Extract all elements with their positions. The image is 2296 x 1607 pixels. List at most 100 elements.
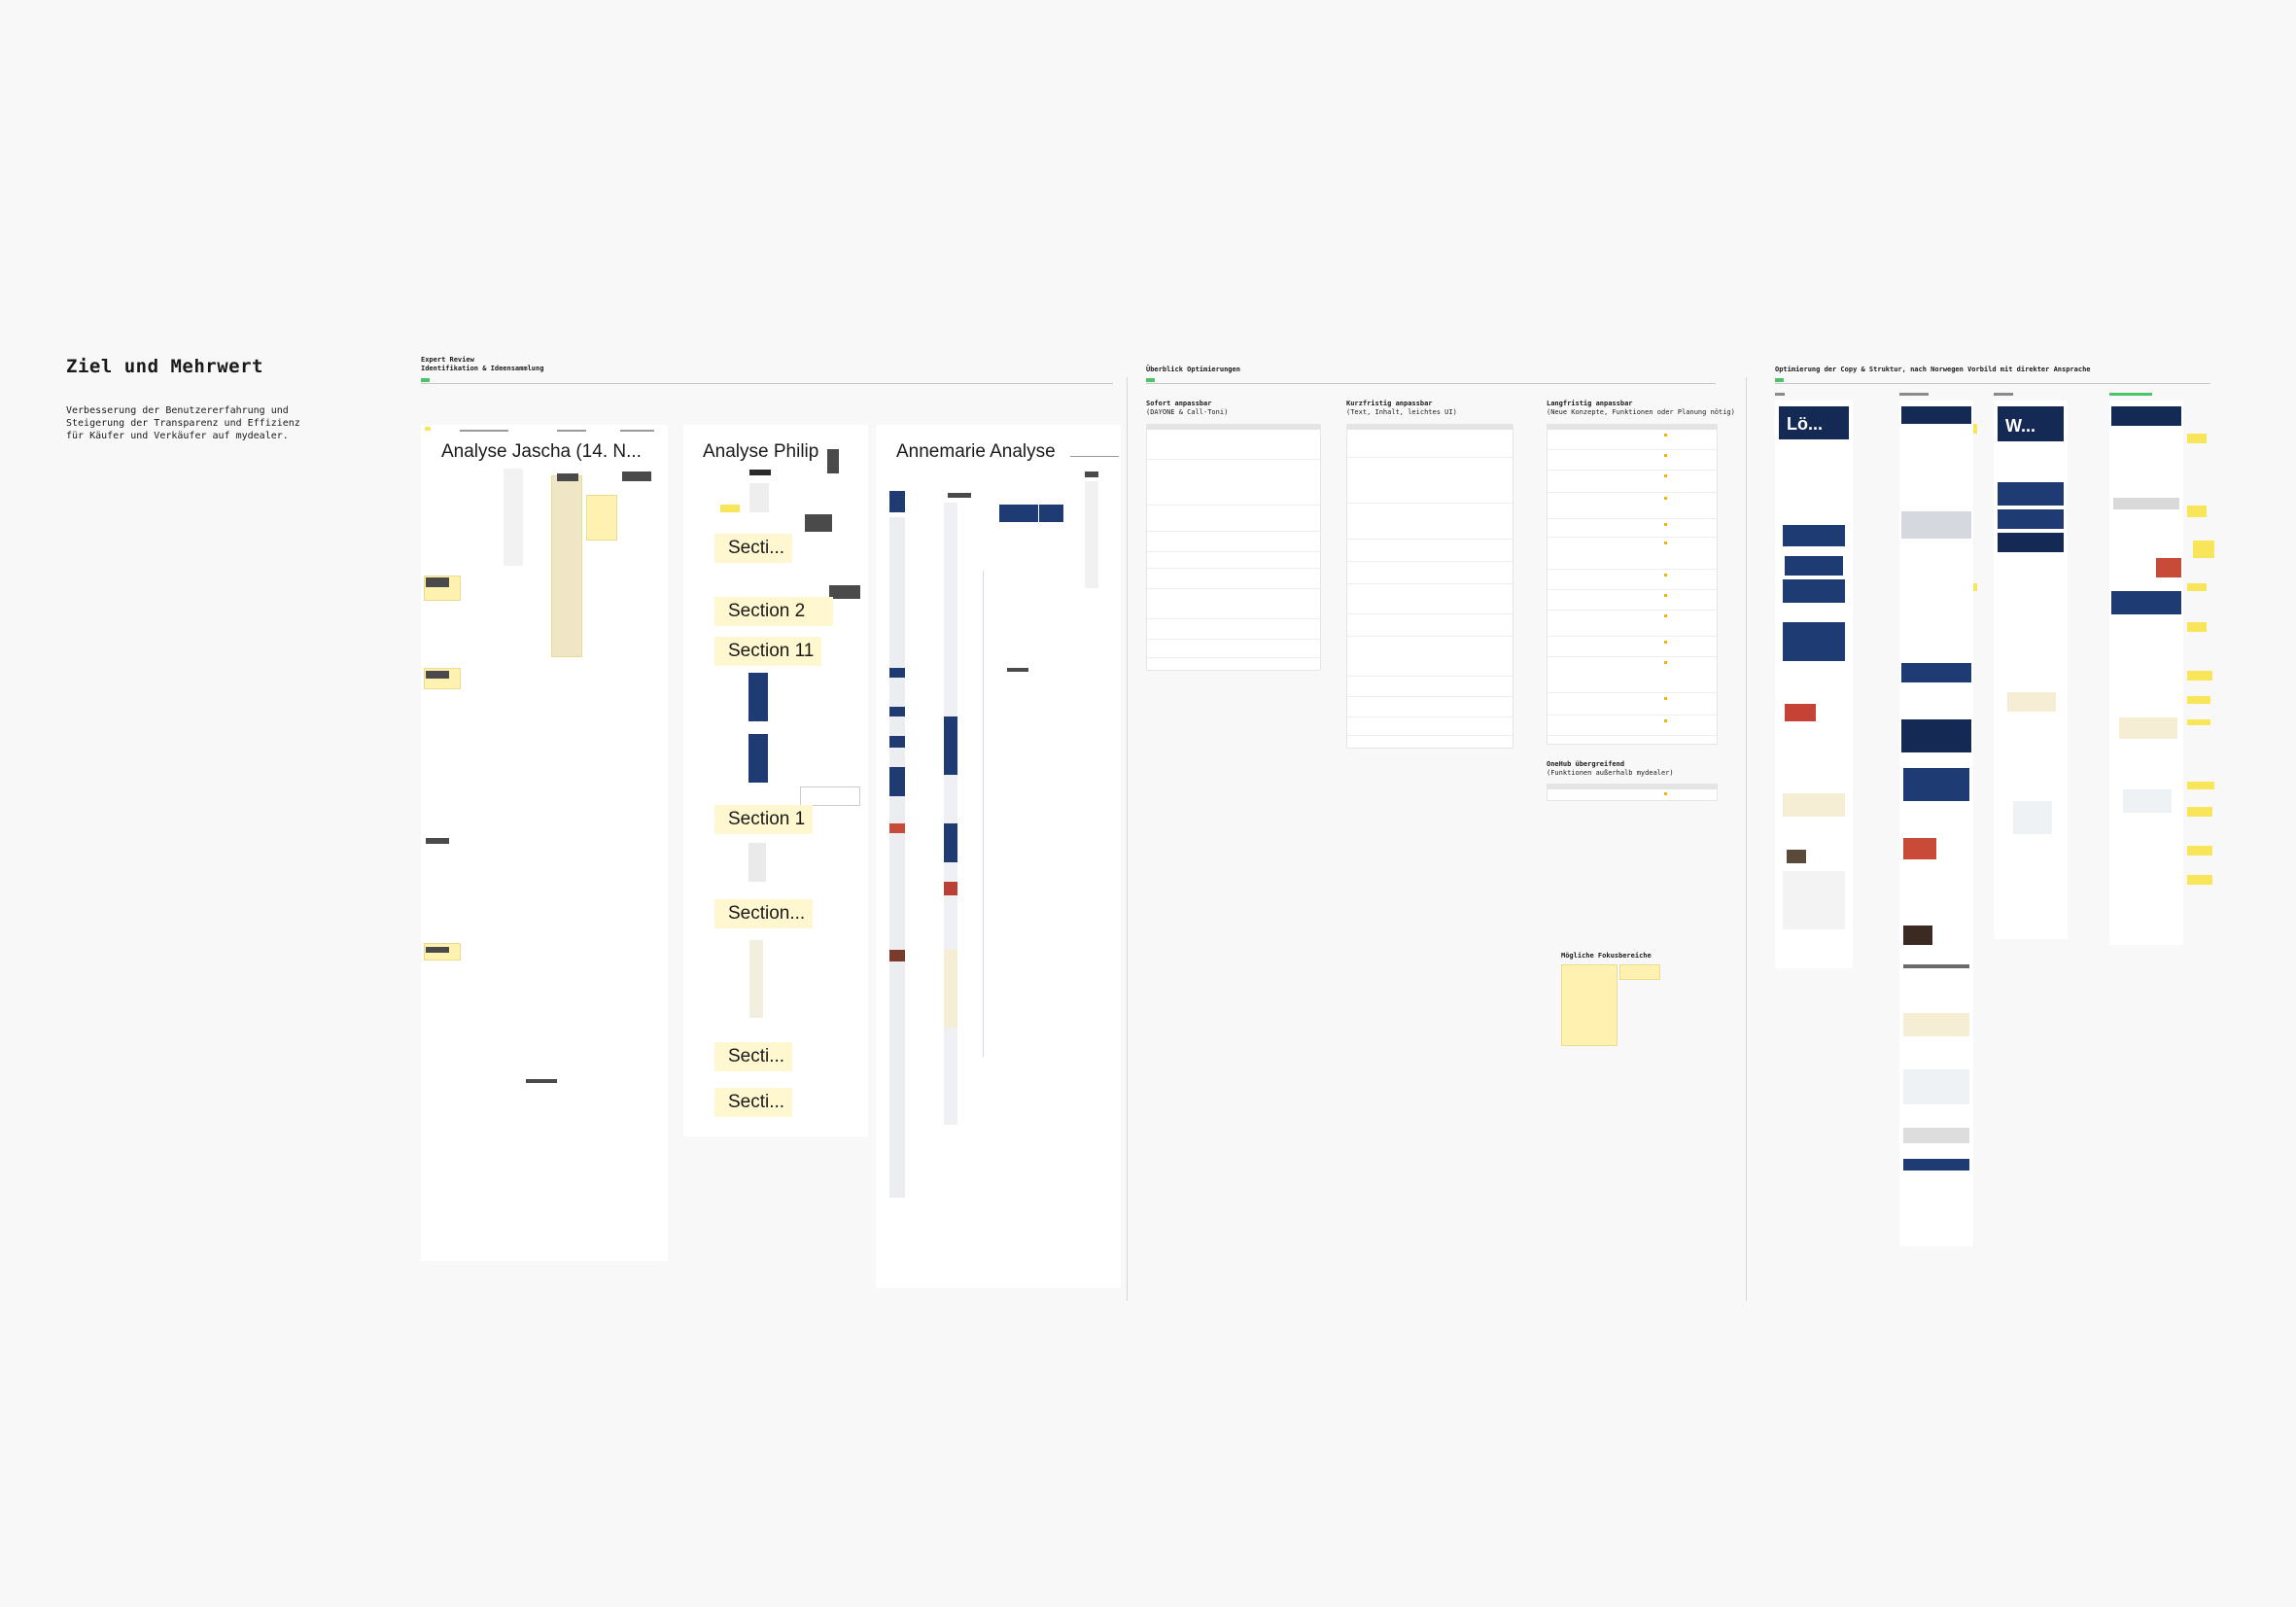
onehub-heading: OneHub übergreifend (Funktionen außerhal… <box>1547 760 1674 778</box>
table-row[interactable] <box>1347 614 1513 637</box>
table-row[interactable] <box>1147 552 1320 569</box>
table-row[interactable] <box>1347 584 1513 614</box>
dark-note[interactable] <box>829 585 860 599</box>
table-row[interactable] <box>1347 637 1513 677</box>
screenshot-thumbnail <box>748 843 766 882</box>
sticky-note[interactable] <box>2187 696 2210 704</box>
sticky-note[interactable] <box>1973 424 1977 434</box>
table-row[interactable] <box>1548 611 1717 637</box>
table-row[interactable] <box>1147 569 1320 589</box>
sticky-note[interactable] <box>1973 583 1977 591</box>
table-row[interactable] <box>1347 458 1513 504</box>
table-row[interactable] <box>1548 471 1717 493</box>
table-row[interactable] <box>1548 450 1717 471</box>
table-row[interactable] <box>1548 716 1717 736</box>
onehub-table[interactable] <box>1547 784 1718 801</box>
mobile-screen-1[interactable]: Lö... <box>1775 401 1853 968</box>
sticky-note[interactable] <box>2187 807 2212 817</box>
dark-note[interactable] <box>827 449 839 473</box>
dark-note[interactable] <box>426 577 449 587</box>
dark-note[interactable] <box>426 838 449 844</box>
table-row[interactable] <box>1347 697 1513 717</box>
table-row[interactable] <box>1347 717 1513 736</box>
optimization-table[interactable] <box>1146 424 1321 671</box>
dark-note[interactable] <box>622 472 651 481</box>
sticky-note[interactable] <box>2187 622 2207 632</box>
dark-note[interactable] <box>526 1079 557 1083</box>
table-row[interactable] <box>1548 693 1717 716</box>
sticky-note[interactable] <box>2187 671 2212 681</box>
optimization-table[interactable] <box>1346 424 1513 749</box>
sticky-note[interactable] <box>2187 875 2212 885</box>
table-row[interactable] <box>1147 589 1320 619</box>
section-label[interactable]: Secti... <box>714 1042 793 1071</box>
section-divider <box>421 383 1113 384</box>
table-row[interactable] <box>1548 570 1717 590</box>
table-row[interactable] <box>1347 430 1513 458</box>
section-label[interactable]: Secti... <box>714 534 793 563</box>
screen-label <box>1775 393 1785 396</box>
annotated-screenshot[interactable] <box>551 475 582 657</box>
sticky-note[interactable] <box>2187 719 2210 725</box>
section-label[interactable]: Section... <box>714 899 814 928</box>
screen-block <box>1783 525 1845 546</box>
screen-label <box>2109 393 2152 396</box>
dark-note[interactable] <box>1007 668 1028 672</box>
table-row[interactable] <box>1548 657 1717 693</box>
image-block <box>889 950 905 961</box>
frame-analyse-jascha[interactable]: Analyse Jascha (14. N... <box>421 425 668 1261</box>
table-row[interactable] <box>1347 677 1513 697</box>
section-label[interactable]: Section 11 <box>714 637 822 666</box>
sticky-note[interactable] <box>586 495 617 541</box>
sticky-note[interactable] <box>425 427 431 431</box>
screen-block <box>889 736 905 748</box>
section-label[interactable]: Section 2 <box>714 597 833 626</box>
hero-block: W... <box>1998 406 2064 441</box>
frame-annemarie-analyse[interactable]: Annemarie Analyse <box>876 425 1121 1288</box>
table-row[interactable] <box>1548 519 1717 538</box>
sticky-note[interactable] <box>2187 846 2212 856</box>
mobile-screen-4[interactable] <box>2109 401 2183 945</box>
dark-note[interactable] <box>426 947 449 953</box>
sticky-note[interactable] <box>2187 583 2207 591</box>
dark-note[interactable] <box>1085 472 1098 477</box>
table-row[interactable] <box>1147 619 1320 640</box>
table-row[interactable] <box>1147 532 1320 552</box>
screenshot-thumbnail <box>749 470 771 475</box>
column-title: Langfristig anpassbar <box>1547 400 1633 407</box>
table-row[interactable] <box>1347 504 1513 540</box>
sticky-note[interactable] <box>2187 434 2207 443</box>
sticky-note[interactable] <box>2193 541 2214 558</box>
table-row[interactable] <box>1548 637 1717 657</box>
screen-block <box>1998 482 2064 506</box>
table-row[interactable] <box>1147 460 1320 506</box>
table-row[interactable] <box>1147 430 1320 460</box>
table-row[interactable] <box>1347 540 1513 562</box>
table-row[interactable] <box>1548 493 1717 519</box>
table-row[interactable] <box>1147 506 1320 532</box>
status-tag <box>1775 378 1784 382</box>
dark-note[interactable] <box>805 514 832 532</box>
mobile-screen-3[interactable]: W... <box>1994 401 2068 939</box>
chart-block <box>1903 1013 1969 1036</box>
table-row[interactable] <box>1147 640 1320 658</box>
optimization-table[interactable] <box>1547 424 1718 745</box>
table-row[interactable] <box>1347 562 1513 584</box>
focus-sticky-note[interactable] <box>1619 964 1660 980</box>
dark-note[interactable] <box>557 473 578 481</box>
mobile-screen-2[interactable] <box>1899 401 1973 1246</box>
section-label[interactable]: Secti... <box>714 1088 793 1117</box>
dark-note[interactable] <box>948 493 971 498</box>
image-block <box>889 823 905 833</box>
table-row[interactable] <box>1548 538 1717 570</box>
focus-sticky-note[interactable] <box>1561 964 1618 1046</box>
frame-analyse-philip[interactable]: Analyse Philip Secti... Section 2 Sectio… <box>683 425 868 1136</box>
sticky-note[interactable] <box>720 505 740 512</box>
dark-note[interactable] <box>426 671 449 679</box>
notes-column <box>1085 481 1098 588</box>
sticky-note[interactable] <box>2187 506 2207 517</box>
table-row[interactable] <box>1548 430 1717 450</box>
table-row[interactable] <box>1548 590 1717 611</box>
section-label[interactable]: Section 1 <box>714 805 814 834</box>
sticky-note[interactable] <box>2187 782 2214 789</box>
